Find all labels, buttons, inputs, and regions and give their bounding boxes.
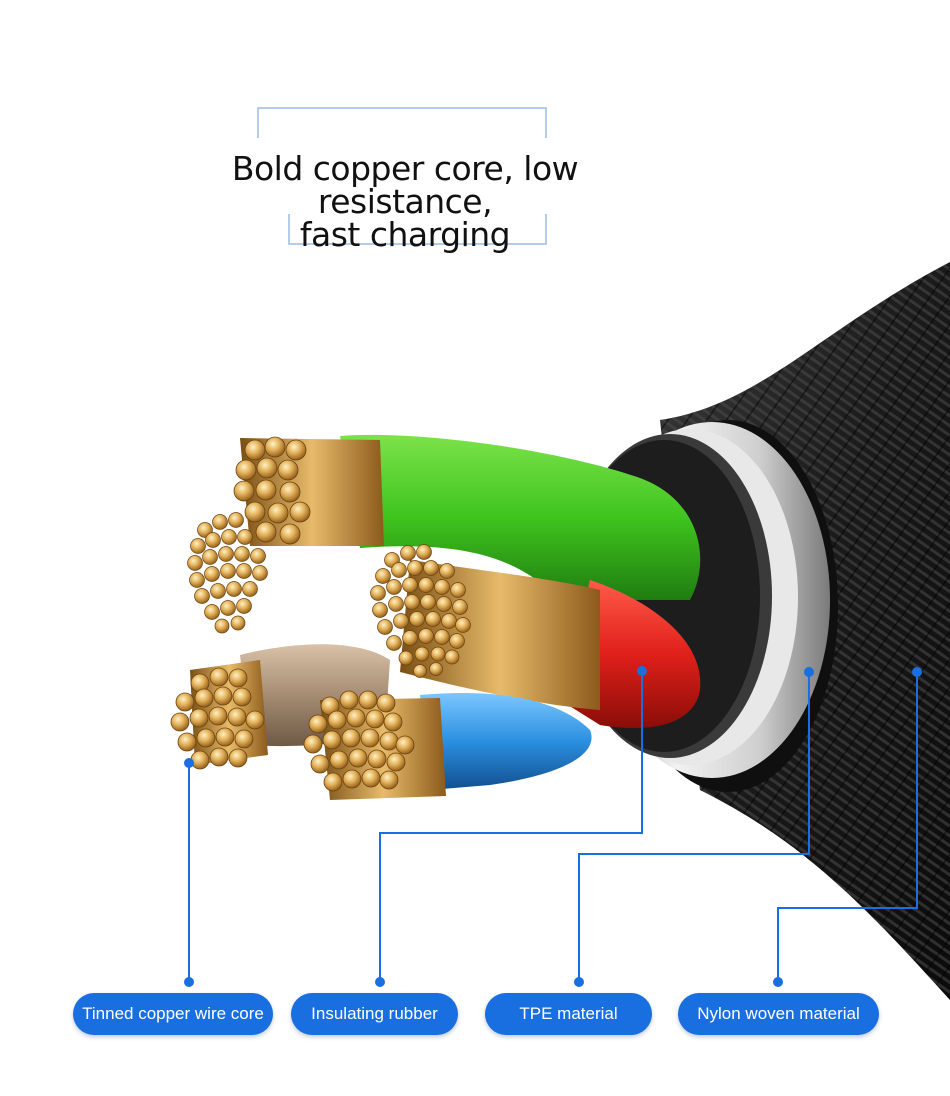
leader-dot [912, 667, 922, 677]
copper-bundle-bottom-center [303, 690, 415, 792]
copper-bundle-bottom-left [170, 667, 265, 770]
label-tpe-material: TPE material [485, 993, 652, 1035]
leader-dot [184, 977, 194, 987]
copper-bundle-top [233, 436, 311, 545]
leader-dot [375, 977, 385, 987]
leader-dots [184, 666, 922, 987]
label-insulating-rubber: Insulating rubber [291, 993, 458, 1035]
red-insulated-wire [400, 560, 701, 729]
leader-lines [188, 671, 918, 982]
label-tinned-copper-wire-core: Tinned copper wire core [73, 993, 273, 1035]
headline-frame [257, 107, 547, 245]
leader-dot [773, 977, 783, 987]
leader-dot [804, 667, 814, 677]
leader-line-nylon [777, 672, 918, 982]
copper-bundle-center [370, 544, 471, 678]
leader-line-rubber [379, 671, 643, 982]
copper-bundle-left [187, 512, 268, 634]
leader-dot [574, 977, 584, 987]
headline-line-1: Bold copper core, low resistance, [231, 149, 579, 221]
leader-dot [637, 666, 647, 676]
blue-insulated-wire [320, 693, 592, 800]
label-nylon-woven-material: Nylon woven material [678, 993, 879, 1035]
headline: Bold copper core, low resistance, fast c… [140, 152, 670, 251]
leader-dot [184, 758, 194, 768]
headline-line-2: fast charging [299, 215, 511, 254]
leader-line-tpe [578, 672, 810, 982]
